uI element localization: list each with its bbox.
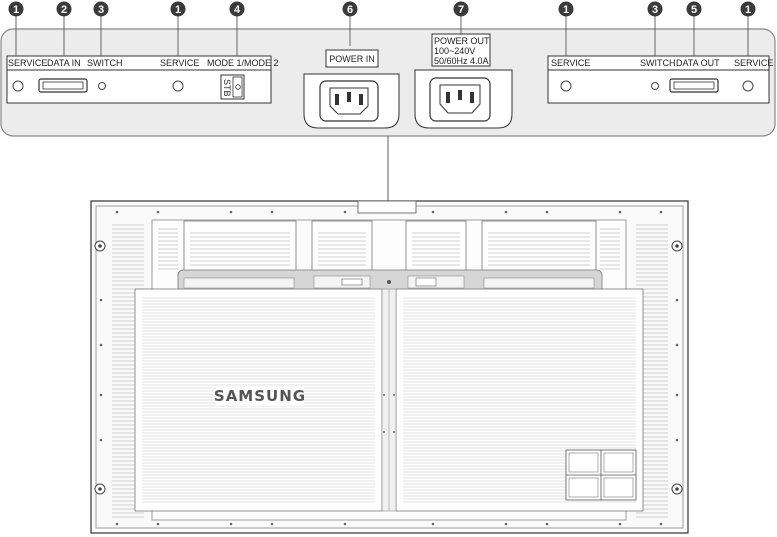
mode-switch[interactable] bbox=[220, 74, 245, 100]
callout-power-in: 6 bbox=[342, 1, 358, 17]
callout-data-out: 5 bbox=[686, 1, 702, 17]
callout-service-3: 1 bbox=[558, 1, 574, 17]
callout-service-4: 1 bbox=[740, 1, 756, 17]
label-switch-right: SWITCH bbox=[640, 58, 676, 68]
connector-strip-zoom: SERVICE DATA IN SWITCH SERVICE MODE 1/MO… bbox=[0, 1, 776, 137]
panel-rear-view: SAMSUNG bbox=[90, 200, 689, 534]
svg-text:1: 1 bbox=[563, 4, 569, 16]
label-service-right-1: SERVICE bbox=[551, 58, 590, 68]
power-out-label-box bbox=[431, 33, 491, 67]
label-power-out-1: POWER OUT bbox=[434, 36, 490, 46]
service-port-left-2[interactable] bbox=[172, 80, 184, 92]
callout-switch-left: 3 bbox=[93, 1, 109, 17]
svg-text:3: 3 bbox=[652, 4, 658, 16]
label-stb: STB bbox=[222, 79, 232, 97]
right-io-module bbox=[547, 55, 770, 104]
label-service-left-1: SERVICE bbox=[8, 58, 47, 68]
switch-button-right[interactable] bbox=[651, 82, 659, 90]
service-port-right-1[interactable] bbox=[560, 80, 572, 92]
service-port-left-1[interactable] bbox=[12, 80, 24, 92]
label-power-out-2: 100~240V bbox=[434, 46, 475, 56]
label-mode: MODE 1/MODE 2 bbox=[207, 58, 279, 68]
label-power-in: POWER IN bbox=[329, 54, 375, 64]
svg-text:6: 6 bbox=[347, 4, 353, 16]
label-service-right-2: SERVICE bbox=[734, 58, 773, 68]
svg-text:7: 7 bbox=[458, 4, 464, 16]
callout-switch-right: 3 bbox=[647, 1, 663, 17]
svg-text:2: 2 bbox=[61, 4, 67, 16]
service-port-right-2[interactable] bbox=[742, 80, 754, 92]
label-switch-left: SWITCH bbox=[87, 58, 123, 68]
data-in-port[interactable] bbox=[38, 78, 88, 93]
svg-text:5: 5 bbox=[691, 4, 697, 16]
svg-text:1: 1 bbox=[175, 4, 181, 16]
svg-text:3: 3 bbox=[98, 4, 104, 16]
callout-service-1: 1 bbox=[8, 1, 24, 17]
callout-power-out: 7 bbox=[453, 1, 469, 17]
label-data-out: DATA OUT bbox=[676, 58, 720, 68]
label-power-out-3: 50/60Hz 4.0A bbox=[434, 56, 489, 66]
callout-data-in: 2 bbox=[56, 1, 72, 17]
svg-text:1: 1 bbox=[13, 4, 19, 16]
label-service-left-2: SERVICE bbox=[160, 58, 199, 68]
callout-service-2: 1 bbox=[170, 1, 186, 17]
svg-text:1: 1 bbox=[745, 4, 751, 16]
label-data-in: DATA IN bbox=[47, 58, 81, 68]
brand-logo: SAMSUNG bbox=[214, 387, 306, 405]
callout-mode: 4 bbox=[229, 1, 245, 17]
svg-text:4: 4 bbox=[234, 4, 241, 16]
data-out-port[interactable] bbox=[669, 78, 719, 93]
power-in-label-box bbox=[325, 49, 379, 68]
switch-button-left[interactable] bbox=[98, 82, 106, 90]
